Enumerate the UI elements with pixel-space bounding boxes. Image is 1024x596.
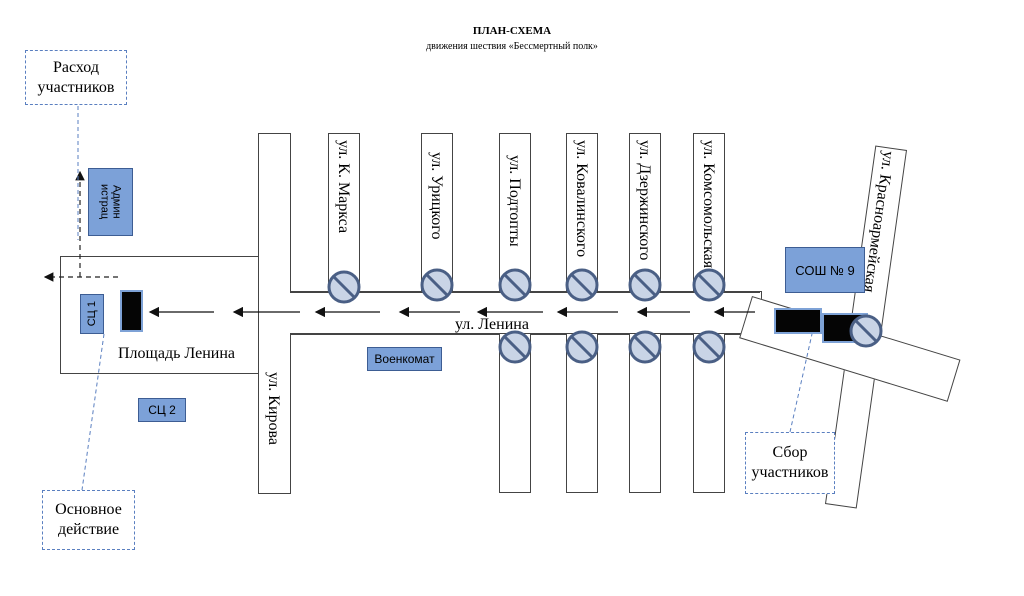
administration-label: Админ истрац (98, 184, 123, 220)
street-label-uritskogo: ул. Урицкого (428, 152, 445, 240)
map-title: ПЛАН-СХЕМА (472, 25, 552, 37)
callout-raskhod: Расход участников (25, 50, 127, 105)
vehicle-block-east-1 (774, 308, 822, 334)
vehicle-block-east-2 (822, 313, 868, 343)
street-label-podtopty: ул. Подтопты (506, 155, 523, 247)
callout-osnovnoe: Основное действие (42, 490, 135, 550)
building-sosh-9: СОШ № 9 (785, 247, 865, 293)
vehicle-block-square (120, 290, 143, 332)
building-voenkomat: Военкомат (367, 347, 442, 371)
building-sc2: СЦ 2 (138, 398, 186, 422)
street-label-k-marksa: ул. К. Маркса (335, 140, 352, 234)
street-label-kovalinskogo: ул. Ковалинского (573, 140, 589, 258)
callout-sbor: Сбор участников (745, 432, 835, 494)
street-label-lenina: ул. Ленина (455, 316, 529, 333)
street-label-dzerzhinskogo: ул. Дзержинского (636, 140, 652, 261)
road-k-marksa (328, 133, 360, 291)
building-sc1: СЦ 1 (80, 294, 104, 334)
street-label-kirova: ул. Кирова (265, 372, 282, 445)
map-subtitle: движения шествия «Бессмертный полк» (426, 41, 598, 52)
building-administration: Админ истрац (88, 168, 133, 236)
street-label-komsomolskaya: ул. Комсомольская (700, 140, 716, 269)
place-label-ploshad-lenina: Площадь Ленина (118, 345, 236, 362)
road-uritskogo (421, 133, 453, 291)
sc1-label: СЦ 1 (86, 301, 98, 327)
road-kirova (258, 133, 291, 494)
